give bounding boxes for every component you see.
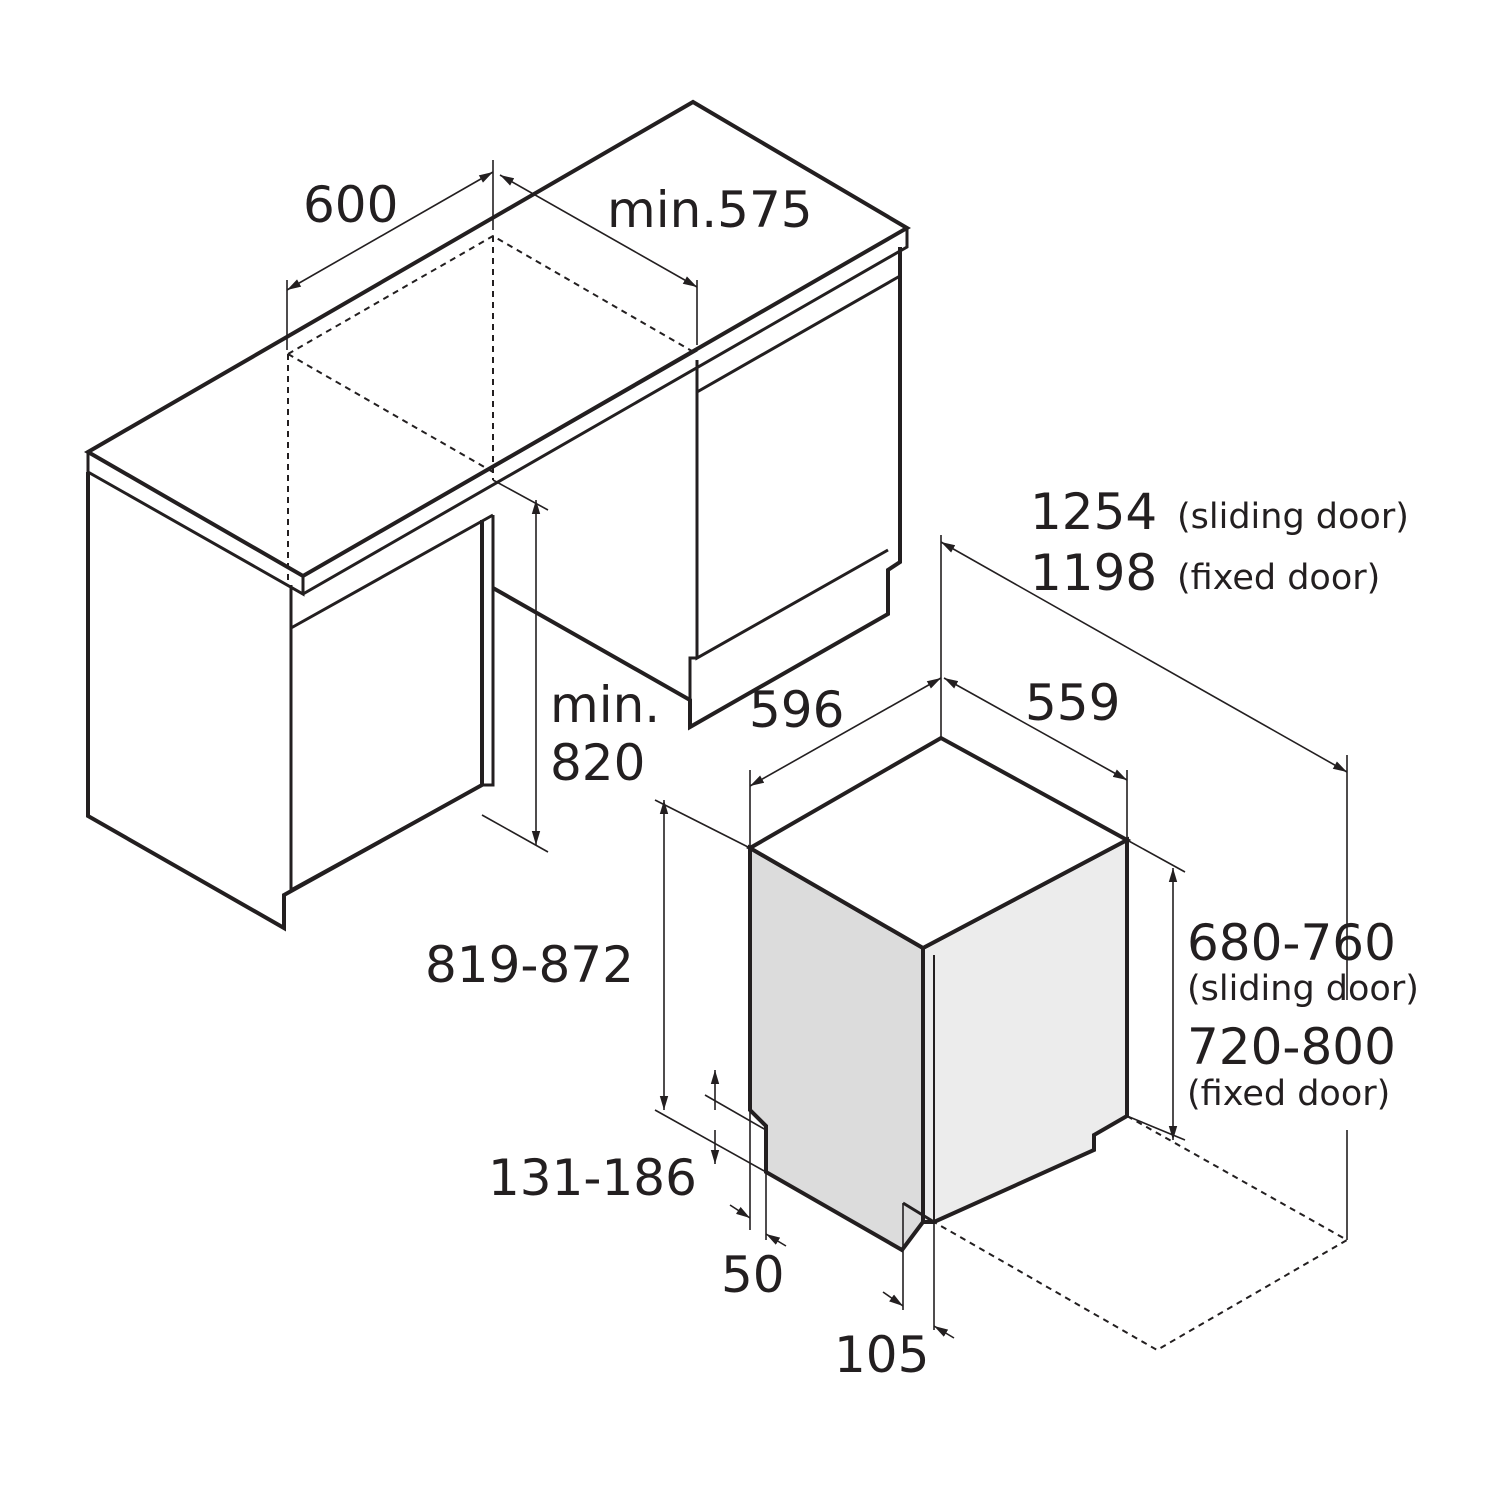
appliance-width-label: 596 <box>749 681 845 739</box>
right-cabinet-door <box>688 274 901 700</box>
niche-height-value-label: 820 <box>550 734 646 792</box>
niche-back-edge <box>302 348 698 578</box>
door-height-sliding-note: (sliding door) <box>1187 969 1419 1009</box>
left-cabinet <box>86 472 484 932</box>
door-open-footprint <box>933 1115 1350 1352</box>
door-height-fixed-note: (fixed door) <box>1187 1074 1391 1114</box>
door-open-fixed-value: 1198 <box>1030 544 1158 602</box>
left-cabinet-door <box>289 513 495 893</box>
dim-plinth-setback <box>729 1204 751 1219</box>
niche-height-min-label: min. <box>550 676 661 734</box>
plinth-height-label: 131-186 <box>488 1149 697 1207</box>
dim-door-offset <box>882 1291 904 1307</box>
cabinet-width-label: 600 <box>303 176 399 234</box>
dishwasher <box>745 735 1350 1352</box>
door-open-sliding-note: (sliding door) <box>1177 497 1409 537</box>
door-height-sliding-value: 680-760 <box>1187 914 1396 972</box>
niche-outline <box>287 234 698 585</box>
cabinet-depth-label: min.575 <box>607 181 813 239</box>
kitchen-cabinet <box>84 99 911 932</box>
countertop-edge <box>86 228 909 597</box>
door-offset-label: 105 <box>834 1326 930 1384</box>
dishwasher-front-door <box>921 836 1129 1224</box>
door-open-fixed-note: (fixed door) <box>1177 558 1381 598</box>
dim-door-open-depth <box>940 541 1348 773</box>
door-height-fixed-value: 720-800 <box>1187 1018 1396 1076</box>
countertop-top <box>84 99 911 579</box>
door-open-sliding-value: 1254 <box>1030 483 1158 541</box>
plinth-outline <box>902 1201 935 1224</box>
plinth-setback-label: 50 <box>721 1246 785 1304</box>
overall-height-label: 819-872 <box>425 936 634 994</box>
dim-appliance-width <box>749 677 942 787</box>
dim-cabinet-width <box>286 171 494 291</box>
appliance-depth-label: 559 <box>1025 674 1121 732</box>
dim-cabinet-depth <box>499 174 698 288</box>
dimension-lines <box>286 160 1348 1339</box>
